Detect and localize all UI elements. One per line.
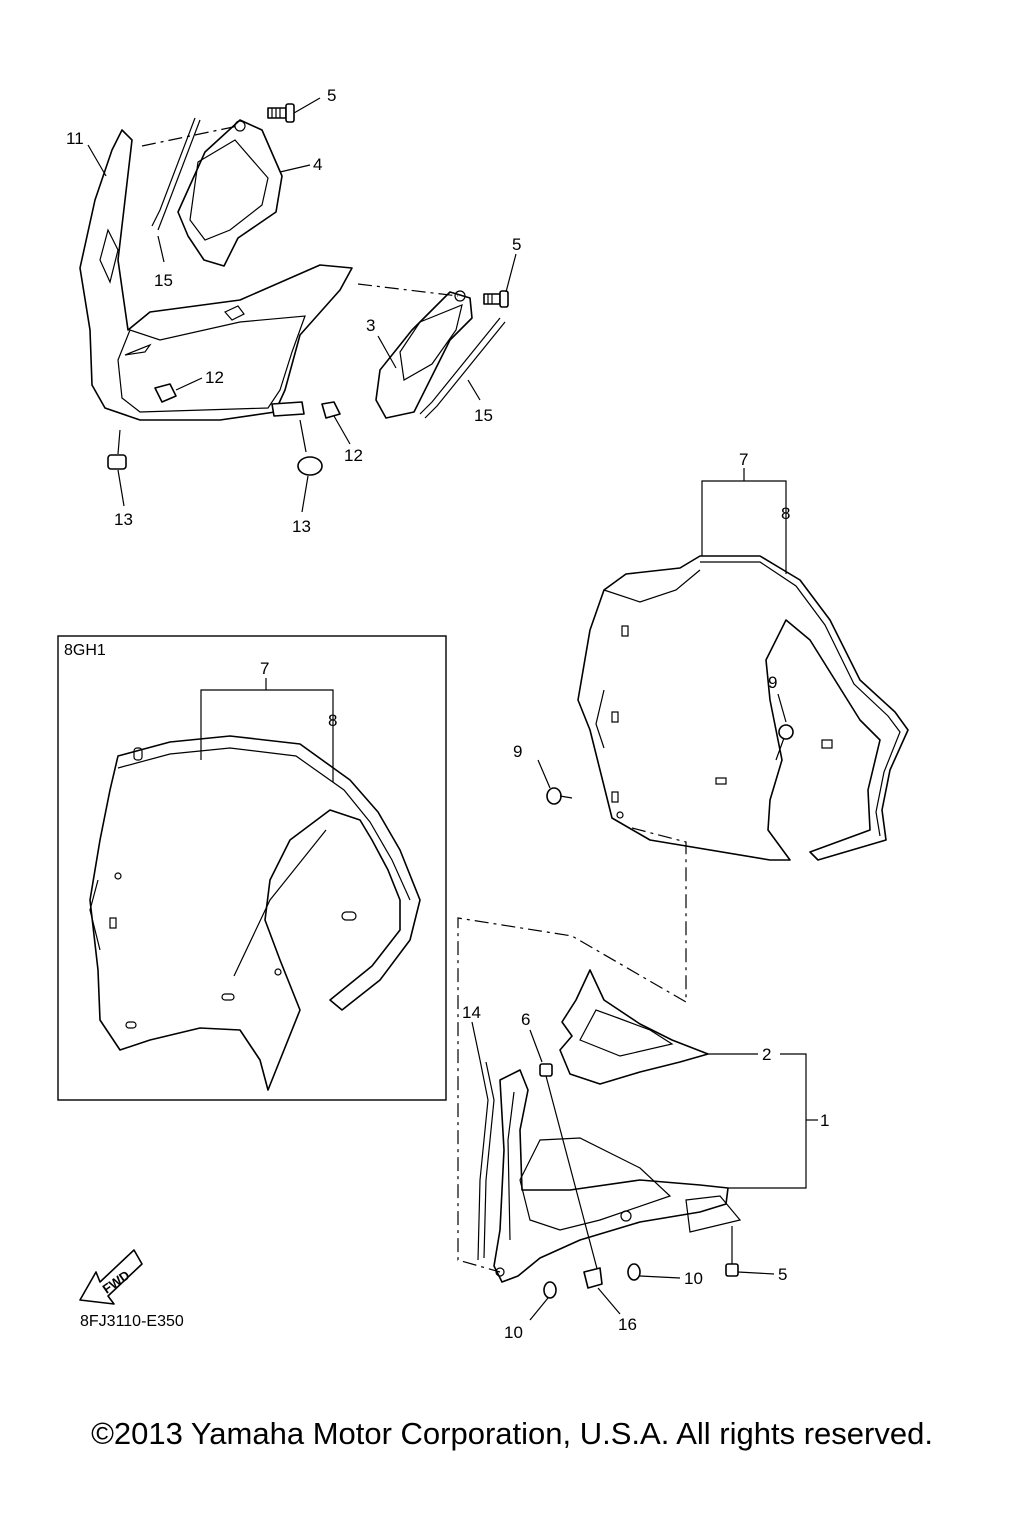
forward-arrow-icon: FWD — [79, 1249, 143, 1305]
callout-12-left: 12 — [205, 368, 224, 387]
callout-5-side: 5 — [512, 235, 521, 254]
callout-13-left: 13 — [114, 510, 133, 529]
callout-11: 11 — [66, 129, 84, 148]
leader-lines — [87, 97, 818, 1321]
bolt-part-13-left — [107, 429, 127, 470]
callout-9-right: 9 — [768, 673, 777, 692]
callout-12-right: 12 — [344, 446, 363, 465]
collar-part-10-right — [627, 1263, 641, 1281]
callout-1: 1 — [820, 1111, 829, 1130]
inner-cowl-part-2 — [559, 969, 709, 1085]
callout-15-upper: 15 — [154, 271, 173, 290]
copyright-notice: ©2013 Yamaha Motor Corporation, U.S.A. A… — [91, 1416, 933, 1451]
collar-part-10-left — [543, 1281, 557, 1299]
seal-strip-part-15-lower-edge — [424, 321, 506, 419]
callout-7-variant: 7 — [260, 659, 269, 678]
callout-9-left: 9 — [513, 742, 522, 761]
bolt-part-5-lower — [725, 1226, 739, 1277]
seal-strip-part-14 — [477, 1059, 489, 1261]
callout-8-right: 8 — [781, 504, 790, 523]
callout-10-left: 10 — [504, 1323, 523, 1342]
callout-7-right: 7 — [739, 450, 748, 469]
screw-part-9-right — [775, 724, 794, 761]
assembly-line-side — [357, 283, 459, 297]
windshield-part-7-variant — [89, 735, 421, 1091]
callout-13-right: 13 — [292, 517, 311, 536]
assembly-line-top — [141, 125, 239, 147]
cowling-stay-part-1 — [493, 1069, 742, 1283]
diagram-code: 8FJ3110-E350 — [80, 1313, 184, 1330]
inner-panel-part-3 — [375, 290, 473, 419]
seal-strip-part-15-upper-edge — [157, 119, 201, 231]
bolt-part-13-right — [297, 419, 323, 476]
windshield-part-7 — [577, 555, 909, 861]
bolt-part-5-top — [267, 103, 295, 123]
clip-nut-part-12-left — [154, 383, 177, 403]
seal-strip-part-15-upper — [151, 117, 196, 227]
callout-3: 3 — [366, 316, 375, 335]
seal-strip-part-15-lower — [419, 317, 501, 415]
clip-nut-part-12-right — [321, 401, 341, 419]
callout-15-lower: 15 — [474, 406, 493, 425]
callout-6: 6 — [521, 1010, 530, 1029]
upper-cowling-part-11 — [79, 129, 353, 421]
variant-box-8gh1 — [57, 635, 447, 1101]
screw-part-9-left — [546, 787, 573, 805]
callout-14: 14 — [462, 1003, 481, 1022]
callout-4: 4 — [313, 155, 322, 174]
clip-part-16 — [583, 1267, 603, 1289]
assembly-line-windshield — [457, 827, 687, 1273]
callout-5-top: 5 — [327, 86, 336, 105]
callout-2: 2 — [762, 1045, 771, 1064]
bracket-tab — [271, 401, 305, 417]
variant-label-8gh1: 8GH1 — [64, 642, 106, 659]
callout-16: 16 — [618, 1315, 637, 1334]
seal-strip-part-14-edge — [483, 1061, 495, 1259]
bolt-part-5-side — [483, 290, 509, 308]
bolt-part-6 — [539, 1063, 601, 1281]
callout-10-right: 10 — [684, 1269, 703, 1288]
callout-8-variant: 8 — [328, 711, 337, 730]
inner-panel-part-4 — [177, 119, 283, 267]
callout-5-lower: 5 — [778, 1265, 787, 1284]
